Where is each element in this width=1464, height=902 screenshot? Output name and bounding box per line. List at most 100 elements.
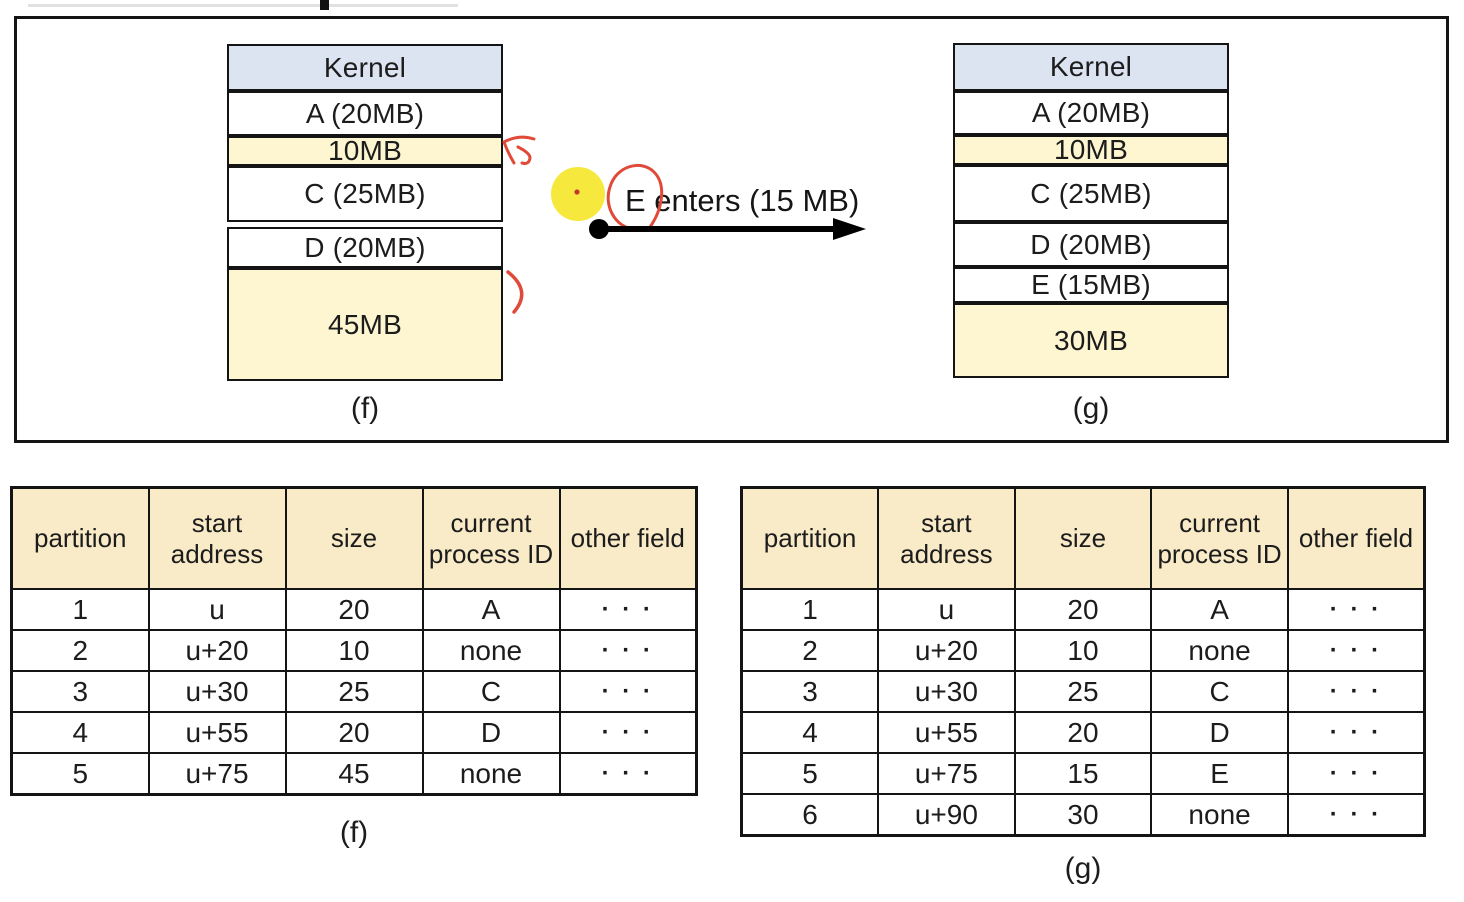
table-cell: · · · [558, 588, 698, 631]
table-g-caption: (g) [1064, 852, 1102, 885]
column-header: start address [877, 486, 1016, 590]
memory-row: Kernel [953, 43, 1229, 91]
diagram-g-caption: (g) [1072, 392, 1110, 425]
table-cell: none [421, 752, 561, 796]
column-header: start address [147, 486, 287, 590]
table-cell: · · · [1286, 711, 1426, 754]
memory-row: E (15MB) [953, 267, 1229, 303]
table-cell: 6 [740, 793, 880, 837]
transition-label: E enters (15 MB) [625, 183, 860, 218]
table-cell: · · · [1286, 629, 1426, 672]
table-cell: · · · [1286, 670, 1426, 713]
table-cell: A [421, 588, 561, 631]
table-cell: · · · [1286, 588, 1426, 631]
table-cell: 30 [1013, 793, 1153, 837]
memory-row: D (20MB) [953, 222, 1229, 267]
table-cell: u+30 [147, 670, 287, 713]
column-header: partition [10, 486, 150, 590]
table-cell: 45 [284, 752, 424, 796]
table-cell: u+30 [877, 670, 1016, 713]
table-cell: 2 [740, 629, 880, 672]
table-cell: D [421, 711, 561, 754]
memory-row: 10MB [227, 136, 503, 166]
table-cell: u [147, 588, 287, 631]
table-cell: · · · [558, 752, 698, 796]
table-cell: D [1150, 711, 1289, 754]
memory-row: C (25MB) [953, 165, 1229, 222]
table-cell: 10 [1013, 629, 1153, 672]
table-cell: 10 [284, 629, 424, 672]
memory-row: A (20MB) [227, 91, 503, 136]
diagram-f-caption: (f) [350, 392, 380, 425]
cropped-title-fragment [28, 4, 458, 7]
table-cell: u+75 [877, 752, 1016, 795]
column-header: size [1013, 486, 1153, 590]
table-cell: u [877, 588, 1016, 631]
table-cell: E [1150, 752, 1289, 795]
table-cell: 15 [1013, 752, 1153, 795]
table-cell: · · · [558, 711, 698, 754]
memory-row: Kernel [227, 44, 503, 91]
table-cell: C [421, 670, 561, 713]
column-header: other field [1286, 486, 1426, 590]
cropped-title-descender [320, 0, 329, 10]
table-cell: · · · [558, 670, 698, 713]
table-cell: u+90 [877, 793, 1016, 837]
table-cell: 25 [1013, 670, 1153, 713]
table-cell: 1 [10, 588, 150, 631]
memory-row: 45MB [227, 268, 503, 381]
memory-row: 30MB [953, 303, 1229, 378]
table-cell: 4 [740, 711, 880, 754]
memory-row: A (20MB) [953, 91, 1229, 135]
table-cell: 5 [10, 752, 150, 796]
table-cell: 3 [10, 670, 150, 713]
table-cell: A [1150, 588, 1289, 631]
table-cell: · · · [558, 629, 698, 672]
table-cell: 20 [284, 711, 424, 754]
table-cell: · · · [1286, 752, 1426, 795]
memory-row: D (20MB) [227, 227, 503, 268]
column-header: size [284, 486, 424, 590]
table-cell: 3 [740, 670, 880, 713]
memory-row: 10MB [953, 135, 1229, 165]
table-cell: 20 [1013, 711, 1153, 754]
table-cell: u+55 [877, 711, 1016, 754]
column-header: current process ID [1150, 486, 1289, 590]
table-cell: none [1150, 793, 1289, 837]
table-cell: 20 [1013, 588, 1153, 631]
table-cell: 5 [740, 752, 880, 795]
table-f-caption: (f) [339, 816, 369, 849]
table-cell: 2 [10, 629, 150, 672]
table-cell: 4 [10, 711, 150, 754]
table-cell: none [421, 629, 561, 672]
table-cell: u+20 [147, 629, 287, 672]
table-cell: 25 [284, 670, 424, 713]
memory-row: C (25MB) [227, 166, 503, 222]
table-cell: 20 [284, 588, 424, 631]
column-header: partition [740, 486, 880, 590]
table-cell: u+55 [147, 711, 287, 754]
table-cell: none [1150, 629, 1289, 672]
table-cell: u+20 [877, 629, 1016, 672]
column-header: current process ID [421, 486, 561, 590]
table-cell: 1 [740, 588, 880, 631]
table-cell: C [1150, 670, 1289, 713]
